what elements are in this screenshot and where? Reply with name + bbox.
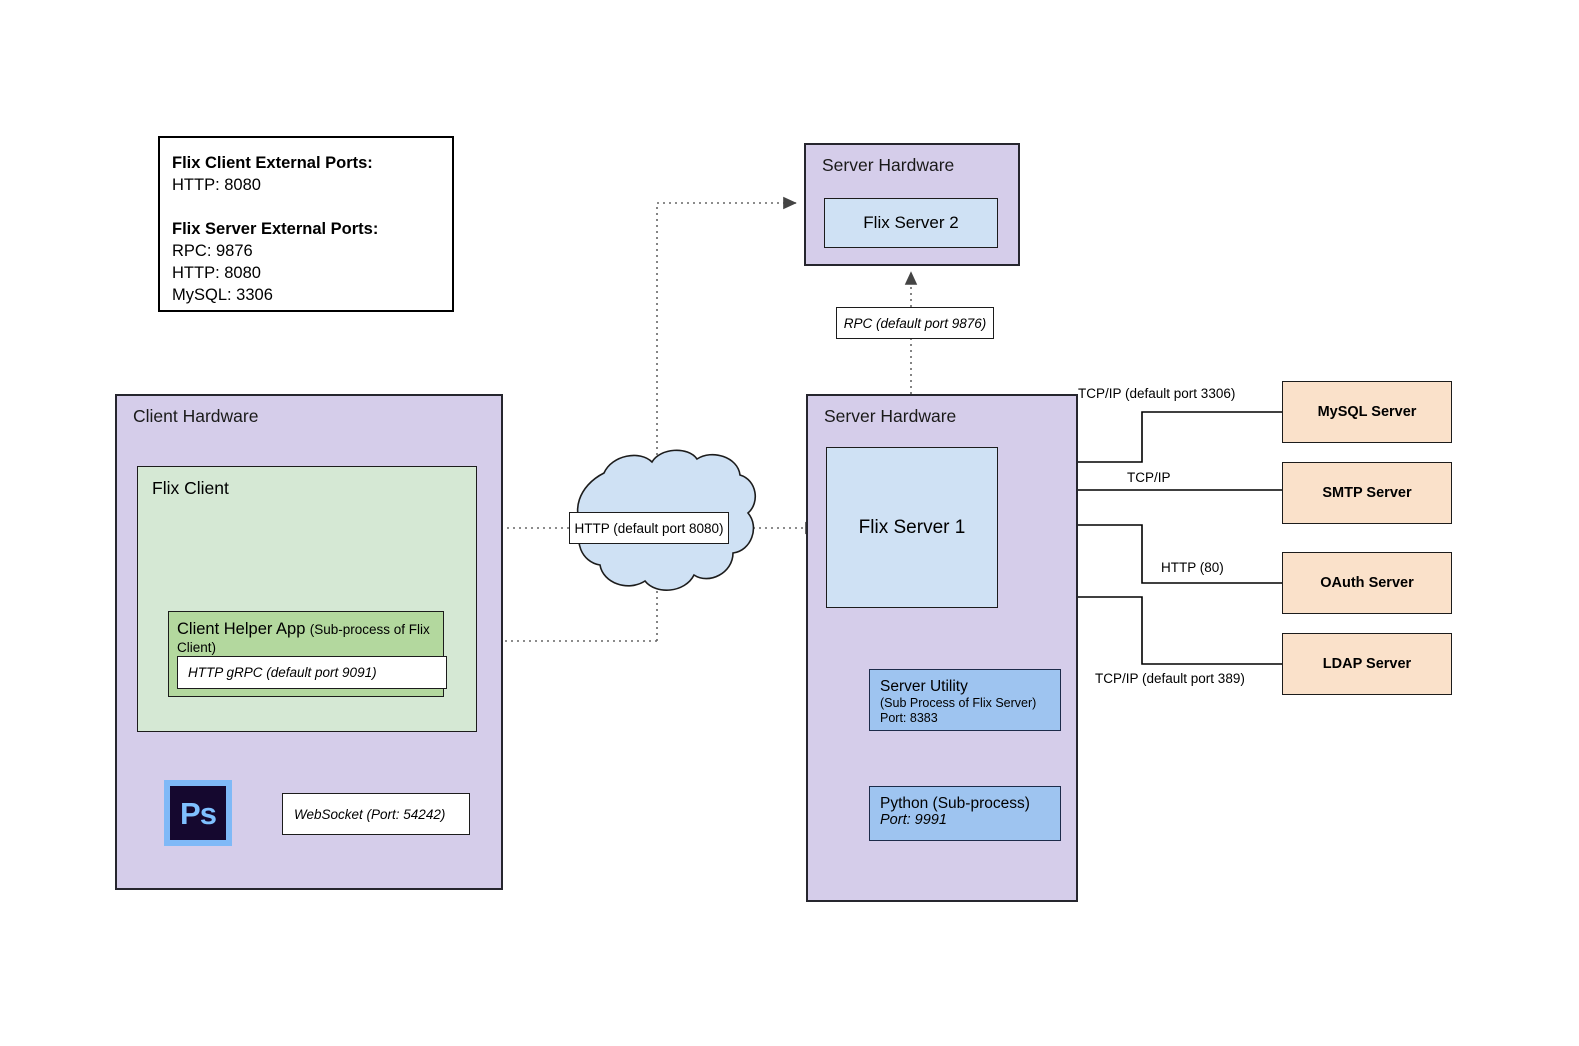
websocket-port-label: WebSocket (Port: 54242): [282, 793, 470, 835]
server-hardware-2-title: Server Hardware: [822, 155, 955, 175]
ldap-edge-label: TCP/IP (default port 389): [1095, 671, 1245, 686]
server-hardware-1-title: Server Hardware: [824, 406, 957, 426]
python-subprocess-port: Port: 9991: [880, 812, 947, 828]
flix-server-1-node[interactable]: Flix Server 1: [826, 447, 998, 608]
oauth-server-node[interactable]: OAuth Server: [1282, 552, 1452, 614]
flix-server-2-node[interactable]: Flix Server 2: [824, 198, 998, 248]
client-helper-app-name: Client Helper App: [177, 620, 306, 638]
rpc-edge-label: RPC (default port 9876): [836, 307, 994, 339]
http-grpc-port-label: HTTP gRPC (default port 9091): [177, 656, 447, 689]
legend-server-http: HTTP: 8080: [172, 264, 261, 282]
legend-spacer: [172, 196, 452, 218]
mysql-edge-label: TCP/IP (default port 3306): [1078, 386, 1236, 401]
legend-client-heading: Flix Client External Ports:: [172, 154, 373, 172]
client-hardware-title: Client Hardware: [133, 406, 259, 426]
legend-client-http: HTTP: 8080: [172, 176, 261, 194]
client-helper-app-note: (Sub-process of Flix Client): [177, 622, 430, 655]
client-helper-app-title: Client Helper App (Sub-process of Flix C…: [177, 620, 443, 657]
server-utility-port: Port: 8383: [880, 711, 938, 725]
python-subprocess-name: Python (Sub-process): [880, 795, 1030, 812]
server-utility-name: Server Utility: [880, 678, 968, 695]
legend-server-heading: Flix Server External Ports:: [172, 220, 379, 238]
smtp-server-node[interactable]: SMTP Server: [1282, 462, 1452, 524]
server-utility-node[interactable]: Server Utility (Sub Process of Flix Serv…: [869, 669, 1061, 731]
external-ports-legend: Flix Client External Ports: HTTP: 8080 F…: [158, 136, 454, 312]
flix-client-title: Flix Client: [152, 478, 229, 498]
legend-server-rpc: RPC: 9876: [172, 242, 253, 260]
oauth-edge-label: HTTP (80): [1161, 560, 1224, 575]
legend-server-mysql: MySQL: 3306: [172, 286, 273, 304]
server-utility-note: (Sub Process of Flix Server): [880, 696, 1037, 710]
python-subprocess-node[interactable]: Python (Sub-process) Port: 9991: [869, 786, 1061, 841]
http-cloud-label: HTTP (default port 8080): [569, 512, 729, 544]
photoshop-icon-glyph: Ps: [170, 786, 226, 840]
ldap-server-node[interactable]: LDAP Server: [1282, 633, 1452, 695]
edge-server2-client-helper-app: [451, 196, 797, 648]
smtp-edge-label: TCP/IP: [1127, 470, 1171, 485]
client-helper-app-node[interactable]: Client Helper App (Sub-process of Flix C…: [168, 611, 447, 697]
photoshop-icon[interactable]: Ps: [164, 780, 232, 846]
mysql-server-node[interactable]: MySQL Server: [1282, 381, 1452, 443]
